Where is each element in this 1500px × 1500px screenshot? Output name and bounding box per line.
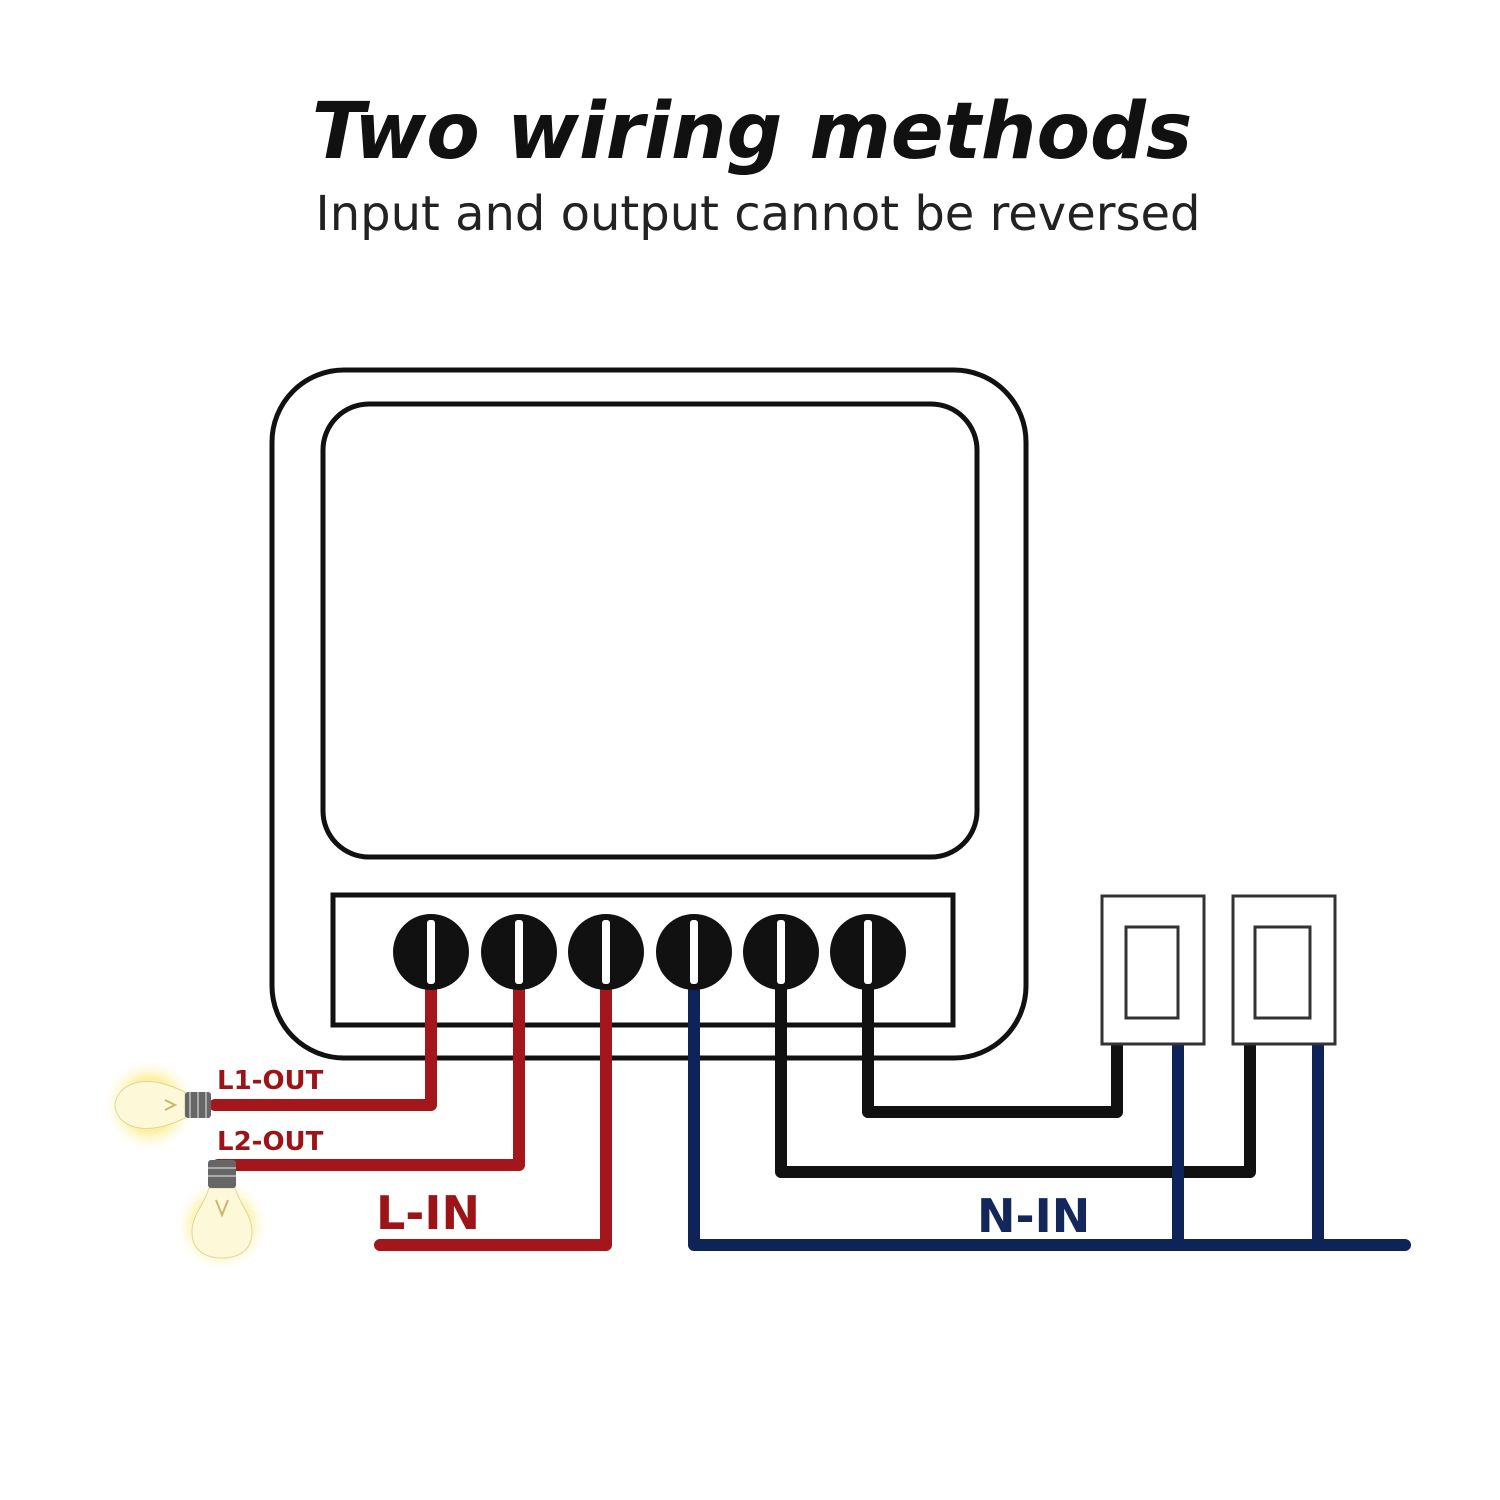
screw-terminal-icon [393,914,469,990]
page-title: Two wiring methods [312,87,1193,177]
n-in-wire [688,974,1411,1251]
page-subtitle: Input and output cannot be reversed [316,186,1201,242]
screw-terminal-icon [481,914,557,990]
wall-switch-icon [1100,894,1206,1046]
l-in-wire [374,974,612,1251]
screw-terminal-icon [830,914,906,990]
module-face [320,401,980,860]
switch2-wire [775,974,1256,1178]
terminals [393,914,906,990]
screw-terminal-icon [743,914,819,990]
l-in-label: L-IN [376,1186,480,1240]
screw-terminal-icon [568,914,644,990]
switch1-wire [862,974,1123,1118]
wall-switch-icon [1231,894,1337,1046]
screw-terminal-icon [656,914,732,990]
n-in-label: N-IN [977,1189,1090,1243]
l2-out-wire [212,974,525,1171]
l1-out-label: L1-OUT [217,1066,324,1096]
smart-switch-module [269,367,1029,1061]
terminal-block [330,892,956,1028]
light-bulb-icon [102,1057,211,1153]
l1-out-wire [209,974,437,1111]
l2-out-label: L2-OUT [217,1127,324,1157]
module-body [269,367,1029,1061]
light-bulb-icon [174,1160,270,1273]
